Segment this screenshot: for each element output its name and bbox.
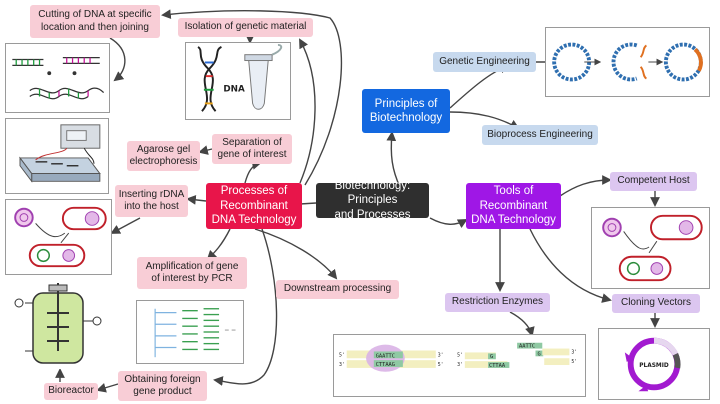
arrow-proc-obtaining [213, 228, 278, 386]
arrow-proc-downstream [254, 228, 338, 280]
end-5-right-b: 5' [571, 359, 577, 365]
seq-g-top: G [490, 354, 493, 360]
end-3-mid: 3' [438, 352, 444, 358]
arrow-cutting-fig [109, 37, 126, 82]
arrow-inserting-fig [110, 217, 141, 234]
end-3-right-b: 3' [571, 349, 577, 355]
genetic-engineering-figure [545, 27, 710, 97]
dna-cutting-figure [5, 43, 110, 113]
dna-isolation-figure: DNA [185, 42, 291, 120]
arrow-obtaining-bioreactor [96, 383, 119, 393]
restriction-enzymes-node[interactable]: Restriction Enzymes [445, 293, 550, 312]
arrow-central-tools [429, 217, 468, 229]
end-5-mid: 5' [438, 362, 444, 368]
arrow-central-principles [386, 131, 401, 188]
obtaining-node[interactable]: Obtaining foreign gene product [118, 371, 207, 401]
arrow-proc-inserting [186, 194, 207, 205]
agarose-node[interactable]: Agarose gel electrophoresis [127, 141, 200, 171]
genetic-engineering-node[interactable]: Genetic Engineering [433, 52, 536, 72]
end-5-left: 5' [339, 352, 345, 358]
arrow-proc-cutting [161, 9, 343, 186]
arrow-proc-amplification [206, 228, 231, 261]
bioreactor-figure [5, 281, 109, 369]
restriction-enzyme-figure: GAATTC CTTAAG 5' 3' 3' 5' 5' 3' G CTTAA … [333, 334, 586, 397]
amplification-node[interactable]: Amplification of gene of interest by PCR [137, 257, 247, 289]
isolation-node[interactable]: Isolation of genetic material [178, 18, 313, 37]
rdna-insertion-figure [5, 199, 112, 275]
arrow-tools-cloning [529, 228, 612, 303]
dna-label: DNA [223, 85, 245, 95]
seq-bottom-right: CTTAA [489, 363, 506, 369]
arrow-restriction-fig [509, 311, 535, 337]
arrow-proc-isolation [299, 38, 316, 184]
seq-top-left: GAATTC [376, 353, 395, 359]
bioreactor-node[interactable]: Bioreactor [44, 383, 98, 400]
arrow-separation-agarose [198, 145, 213, 155]
tools-node[interactable]: Tools of Recombinant DNA Technology [466, 183, 561, 229]
seq-top-right: AATTC [519, 344, 535, 350]
end-3-left: 3' [339, 362, 345, 368]
end-3-right-a: 3' [457, 362, 463, 368]
inserting-node[interactable]: Inserting rDNA into the host [115, 185, 188, 217]
cutting-node[interactable]: Cutting of DNA at specific location and … [30, 5, 160, 38]
cloning-vectors-node[interactable]: Cloning Vectors [612, 294, 700, 313]
seq-bottom-left: CTTAAG [376, 362, 395, 368]
gel-electrophoresis-figure [5, 118, 109, 194]
pcr-figure [136, 300, 244, 364]
bioprocess-engineering-node[interactable]: Bioprocess Engineering [482, 125, 598, 145]
cloning-vector-figure: PLASMID [598, 328, 710, 400]
central-node[interactable]: Biotechnology: Principles and Processes [316, 180, 429, 221]
competent-host-figure [591, 207, 710, 289]
end-5-right-a: 5' [457, 352, 463, 358]
separation-node[interactable]: Separation of gene of interest [212, 134, 292, 164]
seq-g-bottom: G [537, 351, 540, 357]
arrow-principles-ge [449, 63, 510, 109]
plasmid-label: PLASMID [639, 363, 669, 369]
processes-node[interactable]: Processes of Recombinant DNA Technology [206, 183, 302, 229]
downstream-node[interactable]: Downstream processing [276, 280, 399, 299]
arrow-tools-competent [559, 175, 612, 197]
arrow-proc-separation [244, 160, 262, 184]
competent-host-node[interactable]: Competent Host [610, 172, 697, 191]
principles-node[interactable]: Principles of Biotechnology [362, 89, 450, 133]
